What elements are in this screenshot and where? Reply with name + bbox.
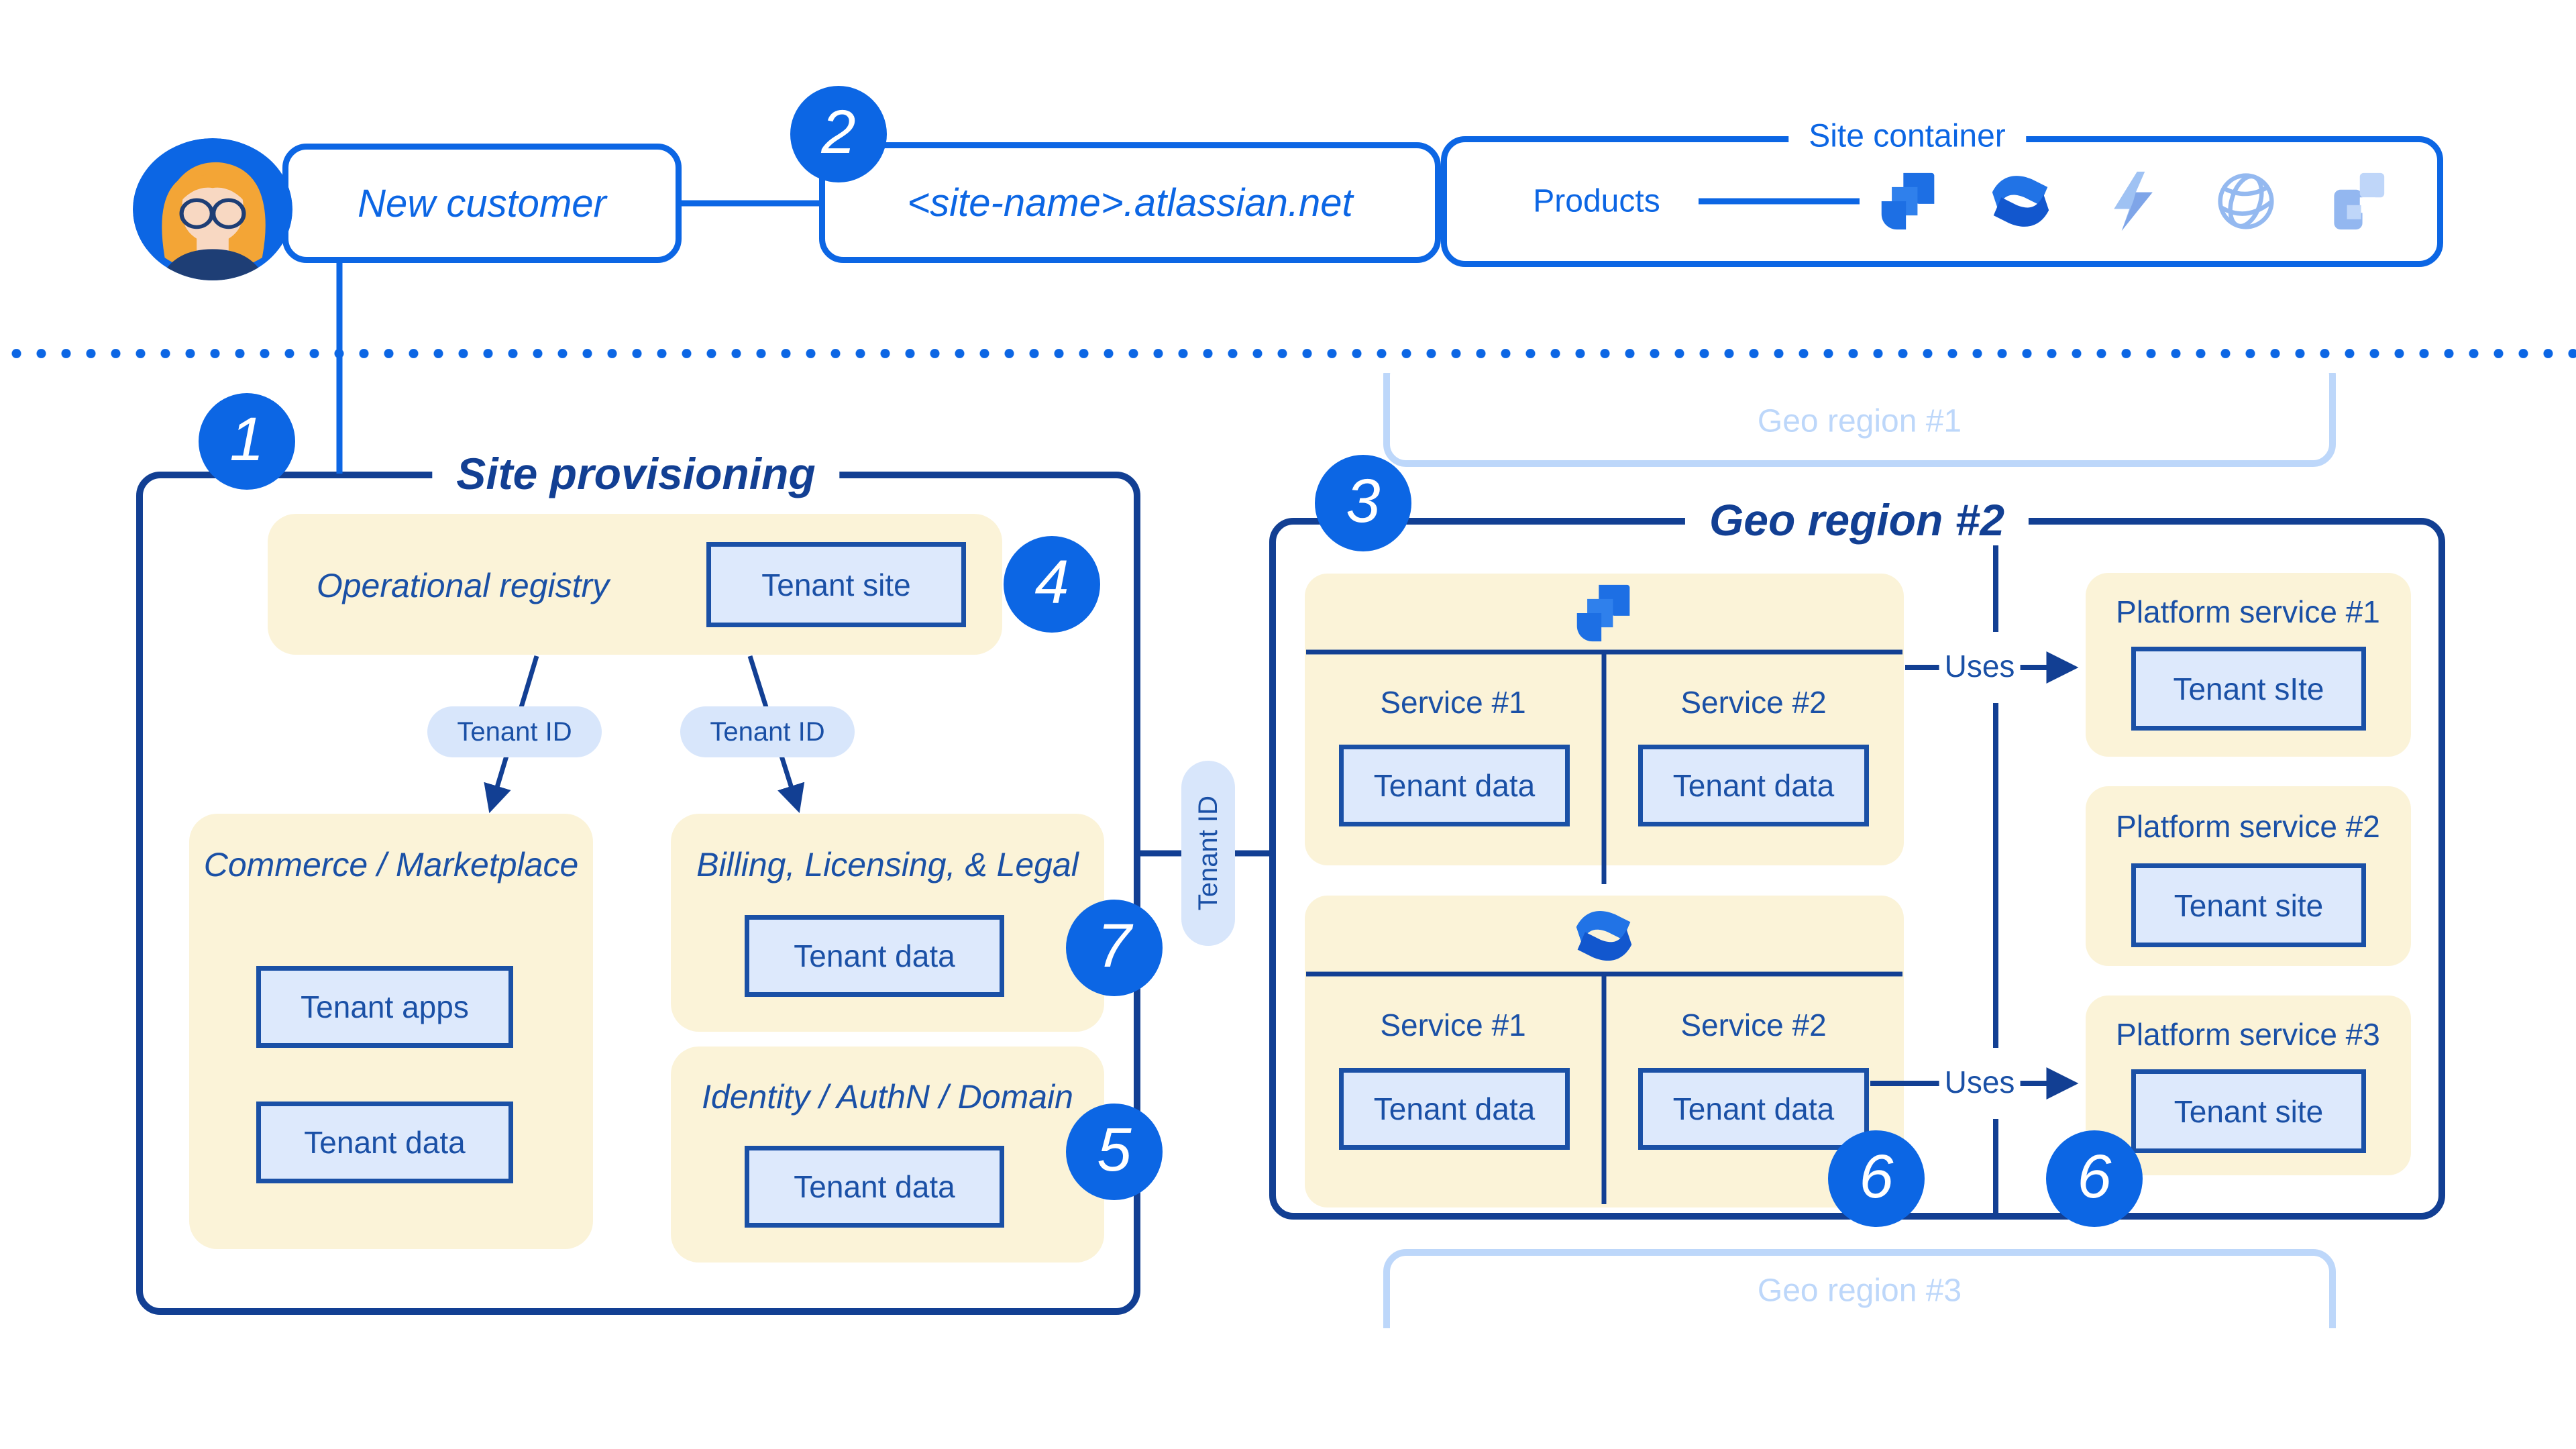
customer-avatar xyxy=(133,138,292,280)
platform-service-2-title: Platform service #2 xyxy=(2116,809,2380,844)
badge-7: 7 xyxy=(1066,900,1163,996)
tenant-data-box-confluence-1: Tenant data xyxy=(1339,1068,1570,1150)
tenant-site-box-platform-1: Tenant sIte xyxy=(2131,647,2366,731)
tenant-site-label: Tenant site xyxy=(2174,888,2324,923)
tenant-apps-box: Tenant apps xyxy=(256,966,513,1048)
identity-title: Identity / AuthN / Domain xyxy=(702,1078,1073,1116)
tenant-site-label: Tenant site xyxy=(761,567,911,602)
tenant-id-pill-right: Tenant ID xyxy=(680,706,855,757)
tenant-data-label: Tenant data xyxy=(794,938,955,973)
badge-3: 3 xyxy=(1315,455,1411,551)
tenant-id-pill-link: Tenant ID xyxy=(1181,761,1235,946)
tenant-site-box-platform-3: Tenant site xyxy=(2131,1069,2366,1153)
tenant-data-box-confluence-2: Tenant data xyxy=(1638,1068,1869,1150)
badge-6a: 6 xyxy=(1828,1130,1925,1227)
tenant-data-box-commerce: Tenant data xyxy=(256,1102,513,1183)
badge-5: 5 xyxy=(1066,1104,1163,1200)
tenant-data-label: Tenant data xyxy=(1373,768,1536,803)
tenant-data-box-jira-2: Tenant data xyxy=(1638,745,1869,826)
badge-5-number: 5 xyxy=(1097,1115,1132,1184)
badge-4-number: 4 xyxy=(1034,547,1069,616)
badge-6a-number: 6 xyxy=(1859,1142,1894,1211)
tenant-data-box-jira-1: Tenant data xyxy=(1339,745,1570,826)
platform-service-3-title: Platform service #3 xyxy=(2116,1017,2380,1052)
badge-6b-number: 6 xyxy=(2077,1142,2112,1211)
tenant-site-label: Tenant sIte xyxy=(2173,671,2324,706)
commerce-title: Commerce / Marketplace xyxy=(203,846,579,883)
badge-1: 1 xyxy=(199,393,295,490)
new-customer-label: New customer xyxy=(358,181,606,225)
geo-region-1-box xyxy=(1383,373,2336,467)
tenant-id-pill-left: Tenant ID xyxy=(427,706,602,757)
badge-2: 2 xyxy=(790,86,887,182)
tenant-site-label: Tenant site xyxy=(2174,1093,2324,1129)
products-label: Products xyxy=(1533,183,1660,219)
uses-label-1: Uses xyxy=(1939,647,2021,686)
badge-7-number: 7 xyxy=(1097,911,1132,980)
jira-service-1-label: Service #1 xyxy=(1380,685,1526,720)
tenant-id-link-label: Tenant ID xyxy=(1193,796,1223,911)
badge-2-number: 2 xyxy=(821,97,856,166)
site-name-box: <site-name>.atlassian.net xyxy=(819,142,1441,263)
badge-6b: 6 xyxy=(2046,1130,2143,1227)
confluence-service-2-label: Service #2 xyxy=(1680,1008,1827,1042)
badge-3-number: 3 xyxy=(1346,466,1381,535)
bolt-icon xyxy=(2114,171,2153,231)
geo-region-1-label: Geo region #1 xyxy=(1757,403,1962,439)
tenant-id-right-label: Tenant ID xyxy=(710,716,825,747)
site-name-label: <site-name>.atlassian.net xyxy=(907,180,1353,225)
tenant-data-label: Tenant data xyxy=(1373,1091,1536,1126)
new-customer-box: New customer xyxy=(282,144,682,263)
badge-1-number: 1 xyxy=(229,405,264,474)
jira-service-2-label: Service #2 xyxy=(1680,685,1827,720)
uses-label-2: Uses xyxy=(1939,1063,2021,1102)
site-container-label: Site container xyxy=(1788,117,2026,155)
billing-title: Billing, Licensing, & Legal xyxy=(696,846,1079,883)
globe-icon xyxy=(2218,173,2274,229)
tenant-data-label: Tenant data xyxy=(794,1169,955,1204)
tenant-site-box-registry: Tenant site xyxy=(706,542,966,627)
confluence-service-1-label: Service #1 xyxy=(1380,1008,1526,1042)
geo-region-3-label: Geo region #3 xyxy=(1757,1273,1962,1309)
tenant-apps-label: Tenant apps xyxy=(301,989,469,1024)
operational-registry-title: Operational registry xyxy=(316,567,610,604)
badge-4: 4 xyxy=(1004,536,1100,633)
geo-region-1: Geo region #1 xyxy=(1383,373,2336,467)
platform-service-1-title: Platform service #1 xyxy=(2116,594,2380,629)
tenant-id-left-label: Tenant ID xyxy=(457,716,572,747)
tenant-data-box-billing: Tenant data xyxy=(745,915,1004,997)
tenant-data-box-identity: Tenant data xyxy=(745,1146,1004,1228)
geo-region-3-box xyxy=(1383,1249,2336,1328)
confluence-icon xyxy=(1992,176,2049,227)
geo-region-2-title: Geo region #2 xyxy=(1684,494,2029,545)
jira-icon xyxy=(1881,172,1935,230)
dotted-divider xyxy=(0,349,2576,358)
tenant-data-label: Tenant data xyxy=(1672,768,1835,803)
tenant-data-label: Tenant data xyxy=(304,1125,466,1160)
tenant-site-box-platform-2: Tenant site xyxy=(2131,863,2366,947)
squares-icon xyxy=(2334,172,2385,230)
confluence-icon xyxy=(1576,910,1632,961)
geo-region-3: Geo region #3 xyxy=(1383,1249,2336,1328)
site-provisioning-title: Site provisioning xyxy=(432,448,840,499)
tenant-data-label: Tenant data xyxy=(1672,1091,1835,1126)
jira-icon xyxy=(1576,584,1630,642)
